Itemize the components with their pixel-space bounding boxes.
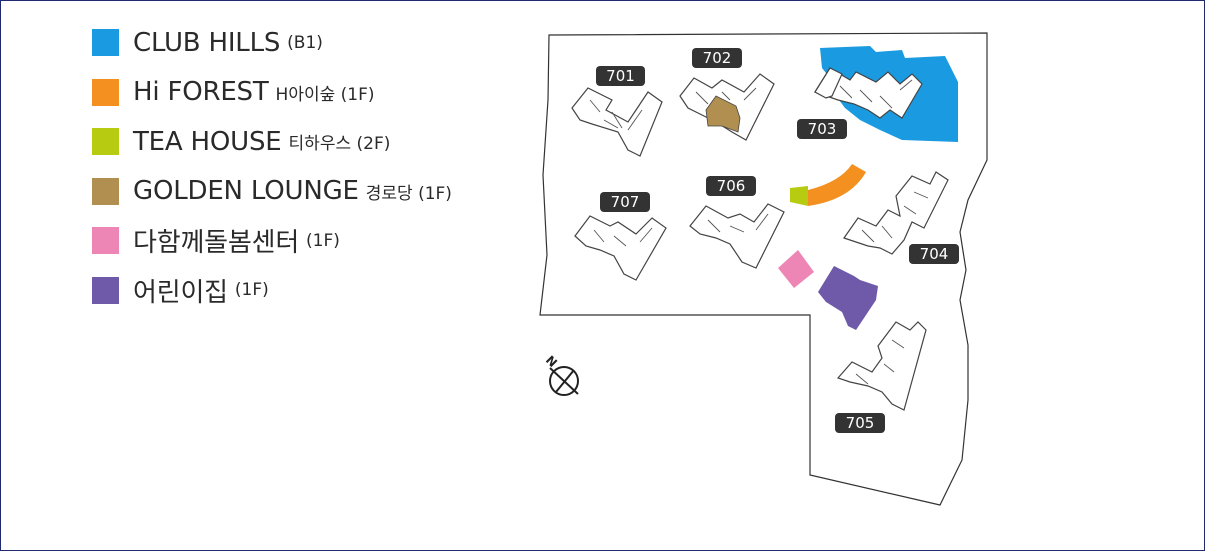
- legend-sub: (B1): [287, 32, 323, 53]
- legend-sub: (1F): [234, 280, 269, 300]
- label-705: 705: [846, 414, 875, 432]
- legend-label: CLUB HILLS: [133, 27, 281, 58]
- legend-sub: 티하우스 (2F): [288, 134, 391, 154]
- daycare-area: [818, 266, 878, 330]
- club-hills-swatch: [92, 29, 119, 56]
- building-706: 706: [689, 176, 785, 269]
- legend-sub: 경로당 (1F): [365, 183, 452, 204]
- legend-item-daycare: 어린이집 (1F): [92, 276, 452, 308]
- legend-item-golden-lounge: GOLDEN LOUNGE 경로당 (1F): [92, 176, 452, 206]
- building-703: 703: [797, 46, 958, 142]
- golden-lounge-area: [705, 95, 741, 133]
- legend-label: 어린이집: [133, 277, 228, 308]
- label-703: 703: [808, 120, 837, 138]
- label-706: 706: [717, 177, 746, 195]
- legend: CLUB HILLS (B1) Hi FOREST H아이숲 (1F) TEA …: [92, 27, 452, 327]
- building-705: 705: [835, 321, 927, 433]
- tea-house-area: [790, 186, 808, 206]
- golden-lounge-swatch: [92, 177, 119, 205]
- legend-item-tea-house: TEA HOUSE 티하우스 (2F): [92, 126, 452, 157]
- hi-forest-area: [808, 164, 866, 206]
- label-707: 707: [611, 193, 640, 211]
- legend-item-hi-forest: Hi FOREST H아이숲 (1F): [92, 77, 452, 107]
- care-center-area: [778, 250, 814, 288]
- label-701: 701: [606, 67, 635, 85]
- legend-item-club-hills: CLUB HILLS (B1): [92, 27, 452, 58]
- label-702: 702: [703, 49, 732, 67]
- building-702: 702: [679, 48, 775, 141]
- building-704: 704: [843, 171, 959, 264]
- daycare-swatch: [92, 276, 119, 304]
- label-704: 704: [920, 245, 949, 263]
- compass-icon: N: [543, 353, 579, 396]
- legend-sub: (1F): [306, 230, 340, 251]
- building-701: 701: [571, 66, 663, 157]
- tea-house-swatch: [92, 128, 119, 155]
- care-center-swatch: [92, 227, 119, 254]
- legend-label: Hi FOREST: [133, 77, 269, 107]
- legend-label: 다함께돌봄센터: [133, 228, 300, 258]
- hi-forest-swatch: [92, 78, 119, 106]
- building-707: 707: [574, 192, 667, 281]
- legend-label: GOLDEN LOUNGE: [133, 176, 359, 206]
- legend-label: TEA HOUSE: [133, 126, 282, 157]
- legend-item-care-center: 다함께돌봄센터 (1F): [92, 227, 452, 258]
- legend-sub: H아이숲 (1F): [275, 84, 375, 105]
- compass-north-label: N: [543, 353, 560, 370]
